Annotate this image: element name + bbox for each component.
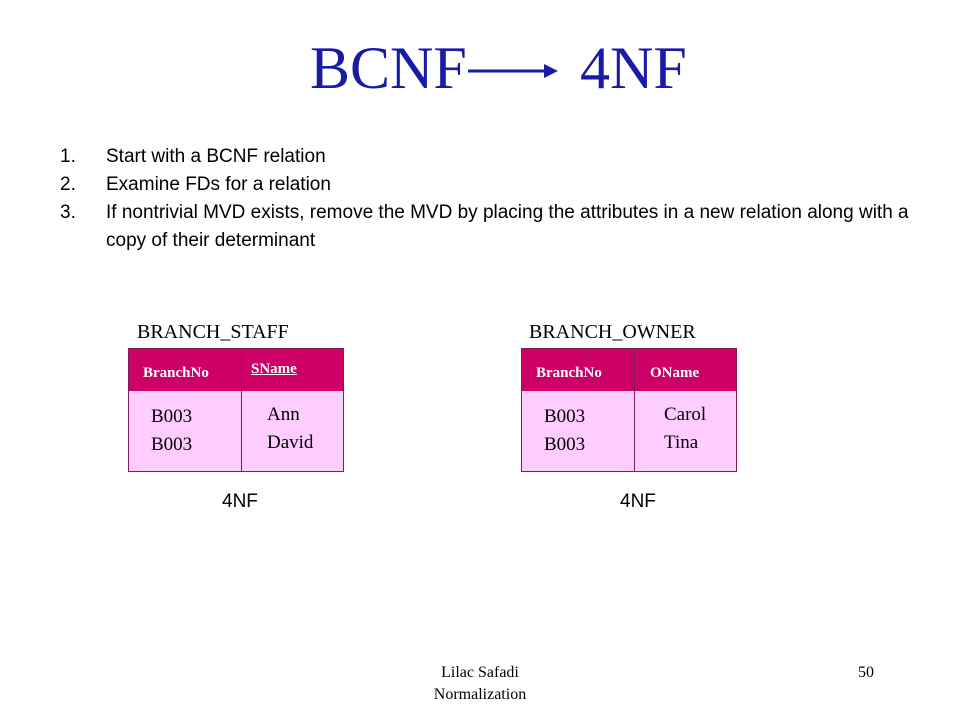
- table-header: [522, 349, 736, 391]
- column-divider: [634, 349, 635, 471]
- column-header: OName: [650, 365, 700, 381]
- arrow-right-icon: [468, 64, 558, 78]
- relation-name-branch-owner: BRANCH_OWNER: [529, 321, 696, 343]
- table-cell: Ann David: [267, 404, 314, 453]
- column-divider: [241, 349, 242, 471]
- slide-footer: Lilac Safadi Normalization: [380, 662, 580, 706]
- relation-name-branch-staff: BRANCH_STAFF: [137, 321, 289, 343]
- normal-form-label: 4NF: [620, 491, 656, 512]
- list-number: 1.: [60, 146, 76, 167]
- footer-topic: Normalization: [433, 686, 527, 703]
- footer-author: Lilac Safadi: [441, 664, 519, 681]
- page-number: 50: [858, 664, 874, 681]
- relation-table-branch-staff: BranchNo SName B003 B003 Ann David: [128, 348, 344, 472]
- list-number: 3.: [60, 202, 76, 223]
- slide-title: BCNF 4NF: [0, 28, 960, 108]
- list-item: 2. Examine FDs for a relation: [60, 171, 920, 199]
- title-source-form: BCNF: [310, 35, 467, 101]
- table-cell: B003 B003: [151, 406, 193, 455]
- list-item: 1. Start with a BCNF relation: [60, 143, 920, 171]
- title-target-form: 4NF: [580, 35, 687, 101]
- relation-table-branch-owner: BranchNo OName B003 B003 Carol Tina: [521, 348, 737, 472]
- normal-form-label: 4NF: [222, 491, 258, 512]
- column-header: BranchNo: [536, 365, 602, 381]
- list-item: 3. If nontrivial MVD exists, remove the …: [60, 199, 920, 255]
- column-header: SName: [251, 361, 297, 377]
- table-header: [129, 349, 343, 391]
- list-text: If nontrivial MVD exists, remove the MVD…: [106, 202, 909, 251]
- table-cell: Carol Tina: [664, 404, 707, 453]
- table-cell: B003 B003: [544, 406, 586, 455]
- list-number: 2.: [60, 174, 76, 195]
- list-text: Examine FDs for a relation: [106, 174, 331, 195]
- list-text: Start with a BCNF relation: [106, 146, 326, 167]
- column-header: BranchNo: [143, 365, 209, 381]
- steps-list: 1. Start with a BCNF relation 2. Examine…: [60, 143, 920, 255]
